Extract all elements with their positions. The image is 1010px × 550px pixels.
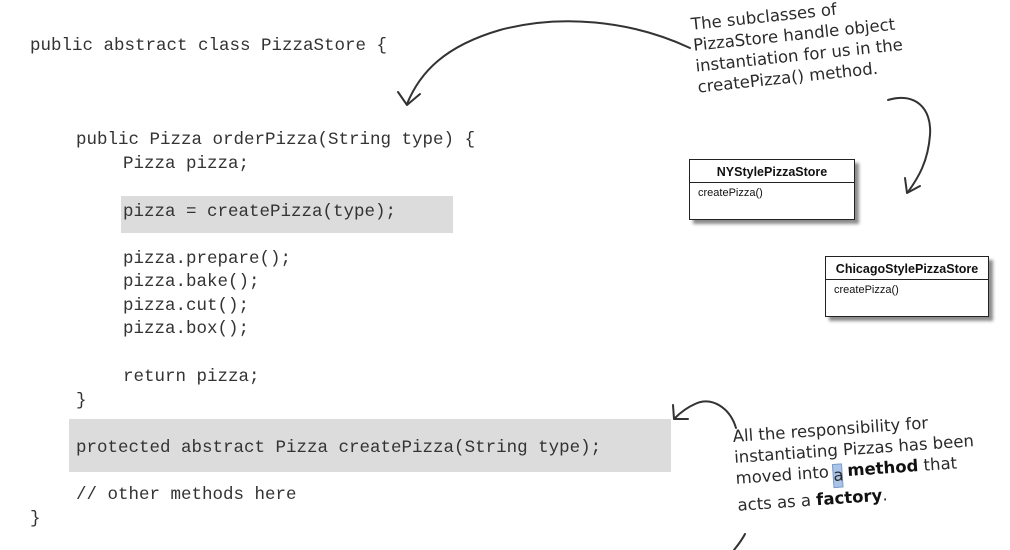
code-line-create-pizza-call: pizza = createPizza(type); — [123, 202, 397, 222]
uml-class-name: ChicagoStylePizzaStore — [826, 257, 988, 280]
code-line-order-pizza: public Pizza orderPizza(String type) { — [76, 130, 476, 150]
arrow-tail-bottom — [733, 533, 746, 550]
code-line-comment: // other methods here — [76, 485, 297, 505]
code-line-class-close: } — [30, 509, 41, 529]
code-line-class-decl: public abstract class PizzaStore { — [30, 36, 388, 56]
uml-class-method: createPizza() — [834, 284, 899, 296]
arrowhead-nystyle — [904, 177, 921, 194]
code-line-abstract-method: protected abstract Pizza createPizza(Str… — [76, 438, 602, 458]
uml-class-method: createPizza() — [698, 187, 763, 199]
code-line-cut: pizza.cut(); — [123, 296, 250, 316]
arrow-to-nystyle — [887, 97, 932, 193]
code-line-prepare: pizza.prepare(); — [123, 249, 292, 269]
arrowhead-order-pizza — [397, 91, 421, 106]
arrow-to-abstract-method — [674, 400, 737, 429]
uml-class-name: NYStylePizzaStore — [690, 160, 854, 183]
code-line-box: pizza.box(); — [123, 319, 250, 339]
code-line-bake: pizza.bake(); — [123, 272, 260, 292]
code-line-pizza-decl: Pizza pizza; — [123, 154, 250, 174]
arrow-to-order-pizza — [406, 20, 691, 105]
arrowhead-abstract-method — [672, 404, 689, 420]
uml-class-chicagostyle-pizza-store: ChicagoStylePizzaStore createPizza() — [825, 256, 989, 317]
code-line-return: return pizza; — [123, 367, 260, 387]
code-line-method-close: } — [76, 391, 87, 411]
uml-class-nystyle-pizza-store: NYStylePizzaStore createPizza() — [689, 159, 855, 220]
highlight-abstract-method — [69, 419, 671, 472]
highlight-create-pizza-call — [121, 196, 453, 233]
